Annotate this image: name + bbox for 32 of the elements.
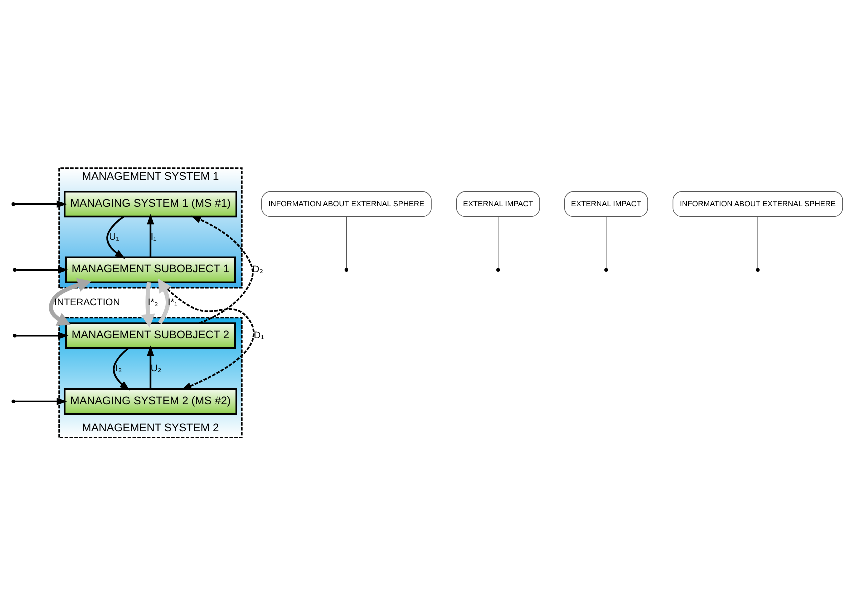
node-box: MANAGEMENT SUBOBJECT 2 [65,322,236,349]
connector [606,216,607,268]
node-box: INFORMATION ABOUT EXTERNAL SPHERE [672,191,844,217]
edge-label: I*₂ [148,297,158,308]
edge-label: INTERACTION [54,297,120,308]
arrow [16,332,69,340]
connector [498,216,499,268]
arrow [16,266,69,274]
node-box: MANAGING SYSTEM 2 (MS #2) [64,388,238,414]
arrow [147,214,154,257]
arrow [15,200,68,208]
edge-label: U₁ [109,231,120,242]
arrow [15,398,68,405]
arrow [158,278,172,324]
arrow [190,215,254,324]
node-box: EXTERNAL IMPACT [456,191,540,217]
arrow [106,216,126,259]
arrow [113,347,130,390]
arrow [141,282,156,328]
edge-label: I₂ [116,362,122,374]
edge-label: D₁ [254,330,264,341]
connector [346,216,348,268]
edge-label: D₂ [252,264,264,276]
node-box: MANAGEMENT SUBOBJECT 1 [65,256,236,283]
node-box: INFORMATION ABOUT EXTERNAL SPHERE [262,191,432,217]
edge-label: I₁ [150,231,157,242]
node-box: MANAGING SYSTEM 1 (MS #1) [64,190,238,218]
node-box: EXTERNAL IMPACT [564,191,648,217]
edge-label: I*₁ [168,297,178,308]
arrow [49,278,92,326]
arrow [147,345,154,389]
edge-label: U₂ [150,362,162,374]
